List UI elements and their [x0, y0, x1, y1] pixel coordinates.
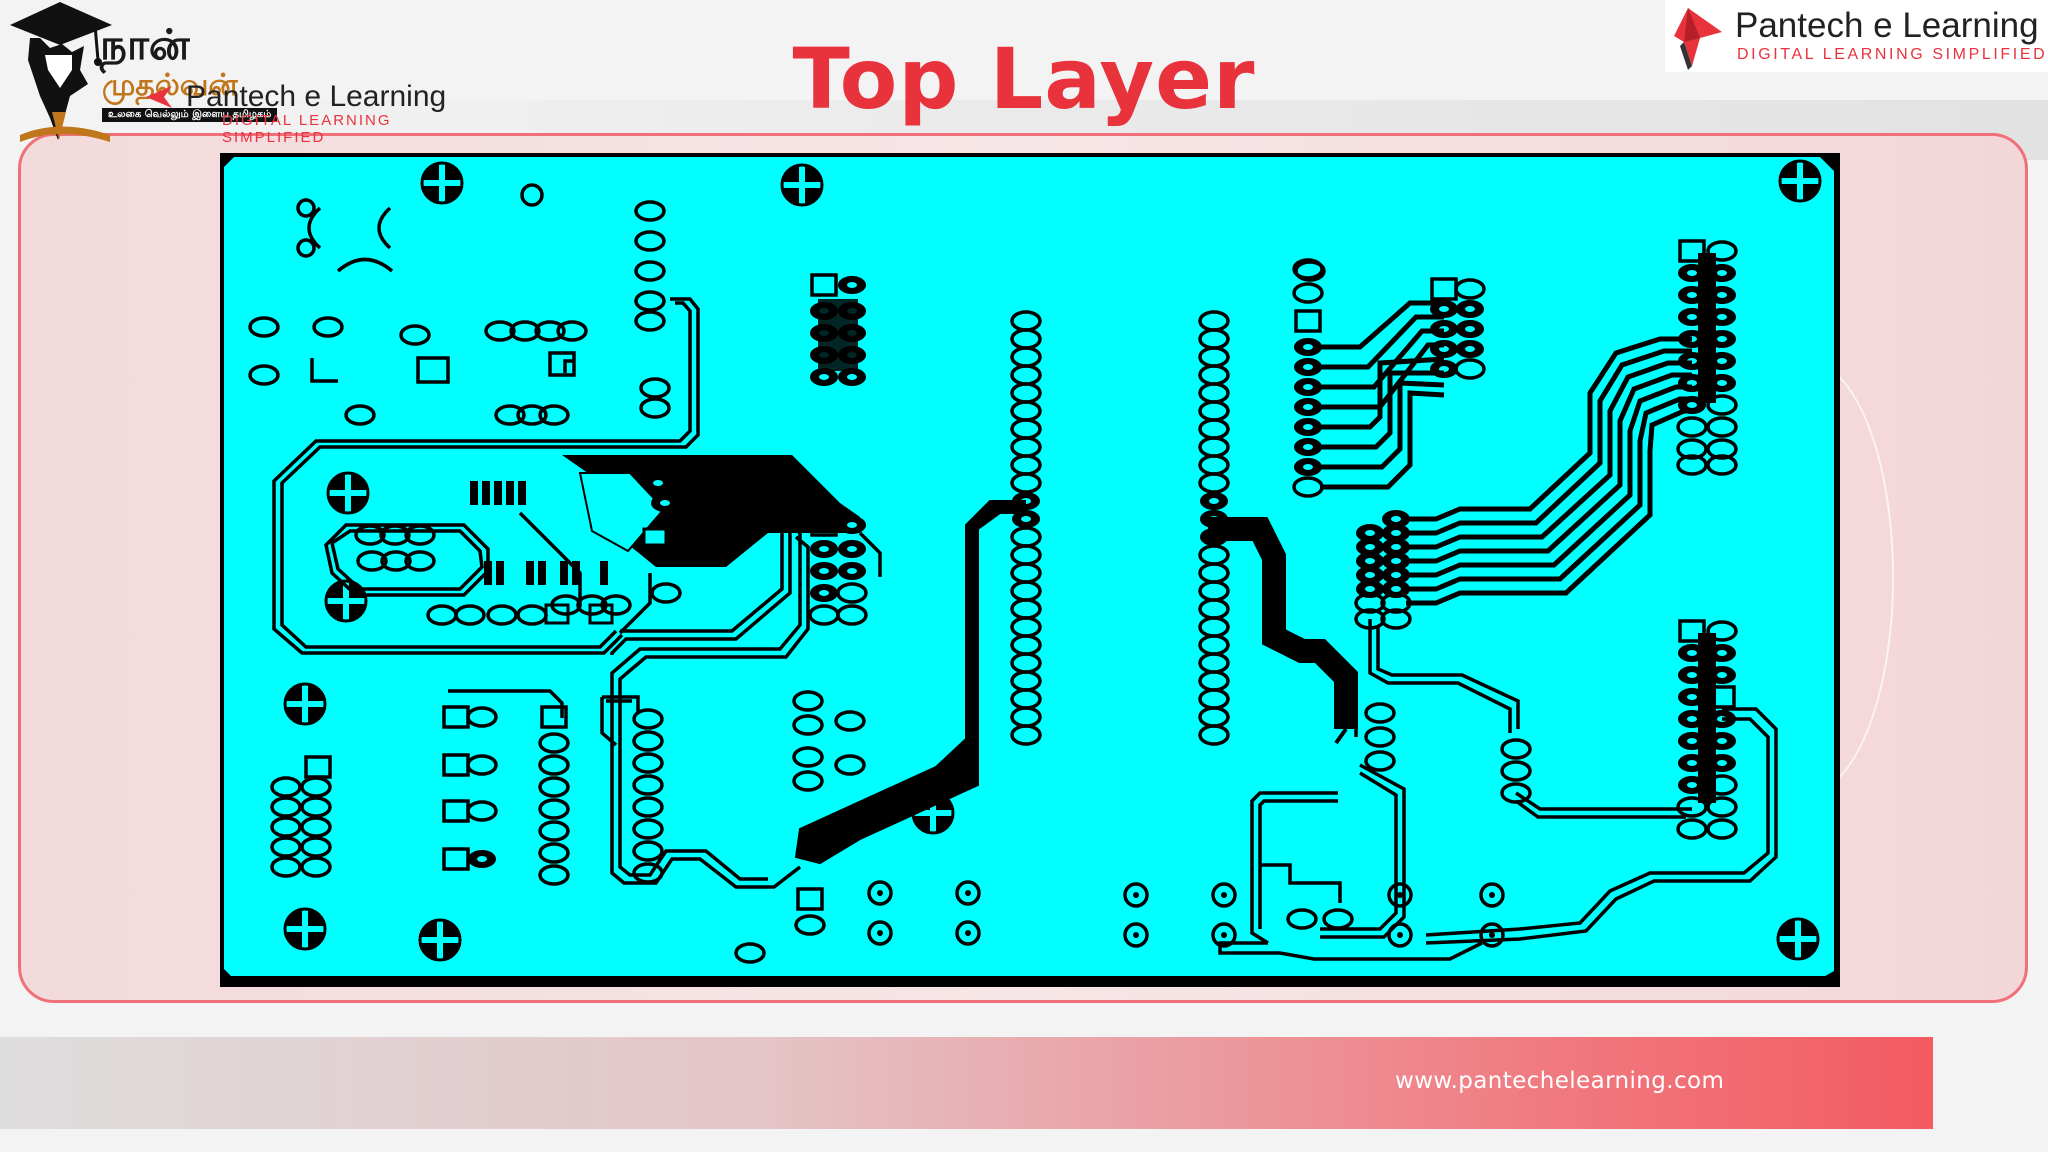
tamil-tagline: உலகை வெல்லும் இளைய தமிழகம்: [102, 108, 278, 122]
pantech-red-bird-icon: [1674, 8, 1722, 70]
pcb-top-layer-image: [220, 153, 1840, 987]
tamil-title-line2: முதல்வன்: [102, 68, 238, 103]
pantech-tagline-left: DIGITAL LEARNING SIMPLIFIED: [222, 112, 392, 146]
footer-url[interactable]: www.pantechelearning.com: [1395, 1068, 1725, 1094]
naan-mudhalvan-logo: நான் முதல்வன் உலகை வெல்லும் இளைய தமிழகம்…: [0, 0, 480, 150]
tamil-title-line1: நான்: [100, 20, 190, 69]
pantech-brand-left: Pantech e Learning: [186, 80, 447, 113]
pantech-brand-right: Pantech e Learning: [1735, 6, 2039, 45]
slide-title: Top Layer: [792, 30, 1256, 128]
footer-band: [0, 1037, 1933, 1129]
pcb-drawing: [220, 153, 1840, 987]
pantech-small-bird-icon: [146, 86, 172, 108]
tamil-nadu-pencil-mortarboard-icon: [10, 2, 112, 142]
pantech-tagline-right: DIGITAL LEARNING SIMPLIFIED: [1737, 46, 2048, 63]
pantech-logo: Pantech e Learning DIGITAL LEARNING SIMP…: [1665, 0, 2048, 72]
